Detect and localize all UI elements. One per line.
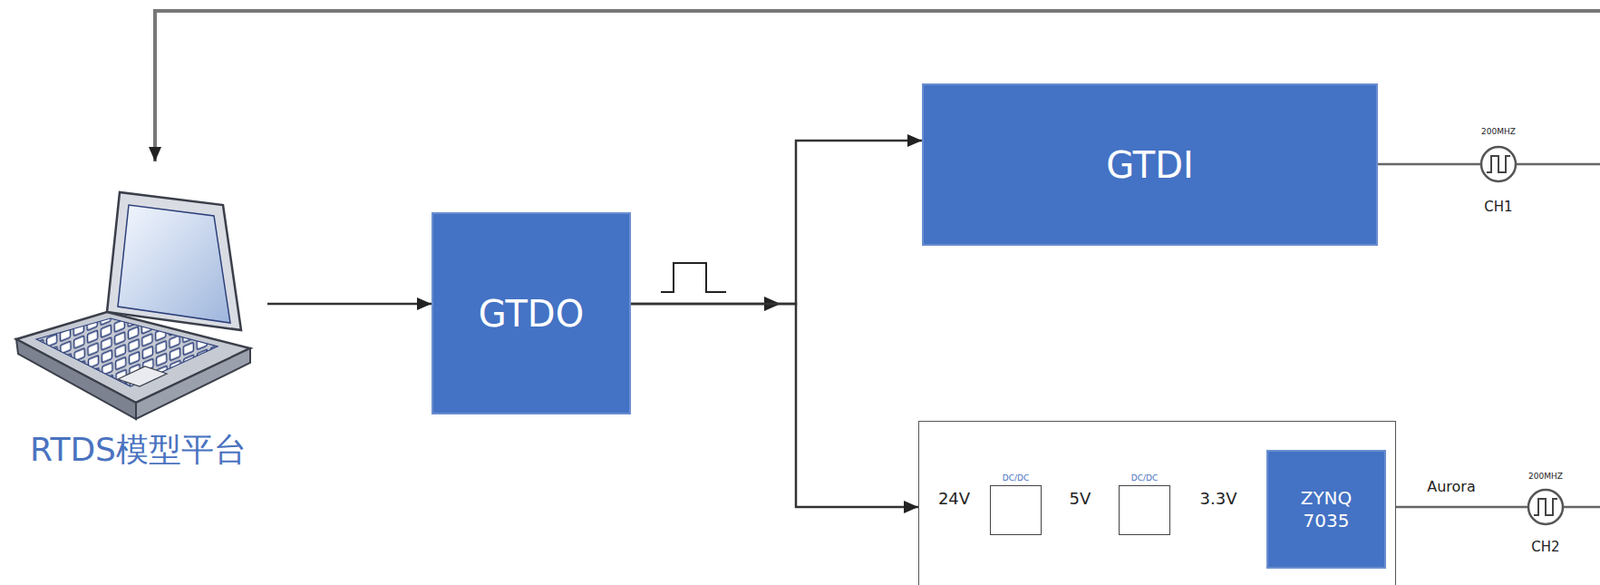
voltage-label: 24V [938, 488, 970, 508]
signal-arrow [630, 303, 919, 507]
node-label: GTDO [478, 290, 584, 337]
node-label: GTDI [1105, 142, 1194, 188]
node-label: ZYNQ 7035 [1294, 486, 1358, 533]
converter-box: DC/DC [1118, 484, 1171, 535]
signal-wire [1385, 505, 1600, 509]
signal-arrow [630, 140, 922, 304]
pulse-symbol [660, 262, 727, 292]
signal-label: 200MHZ [1528, 471, 1563, 481]
part-label: DC/DC [972, 473, 1059, 483]
voltage-label: 3.3V [1200, 488, 1238, 508]
signal-arrow [267, 302, 432, 306]
voltage-label: 5V [1069, 488, 1092, 508]
converter-box: DC/DC [989, 484, 1042, 535]
channel-label: CH2 [1531, 538, 1560, 555]
node-label: RTDS模型平台 [9, 427, 268, 473]
process-box: GTDI [921, 83, 1378, 246]
processor-box: ZYNQ 7035 [1266, 449, 1387, 569]
process-box: GTDO [431, 212, 631, 415]
channel-label: CH1 [1483, 198, 1513, 215]
board-outline: DC/DCDC/DCZYNQ 7035 [918, 420, 1397, 585]
part-label: DC/DC [1101, 473, 1188, 483]
clock-symbol [1481, 146, 1516, 182]
signal-label: 200MHZ [1481, 126, 1516, 136]
laptop-icon [12, 184, 258, 426]
feedback-wire [155, 10, 1600, 162]
signal-label: Aurora [1426, 477, 1475, 495]
platform-node: RTDS模型平台 [9, 181, 268, 476]
clock-symbol [1528, 489, 1563, 524]
